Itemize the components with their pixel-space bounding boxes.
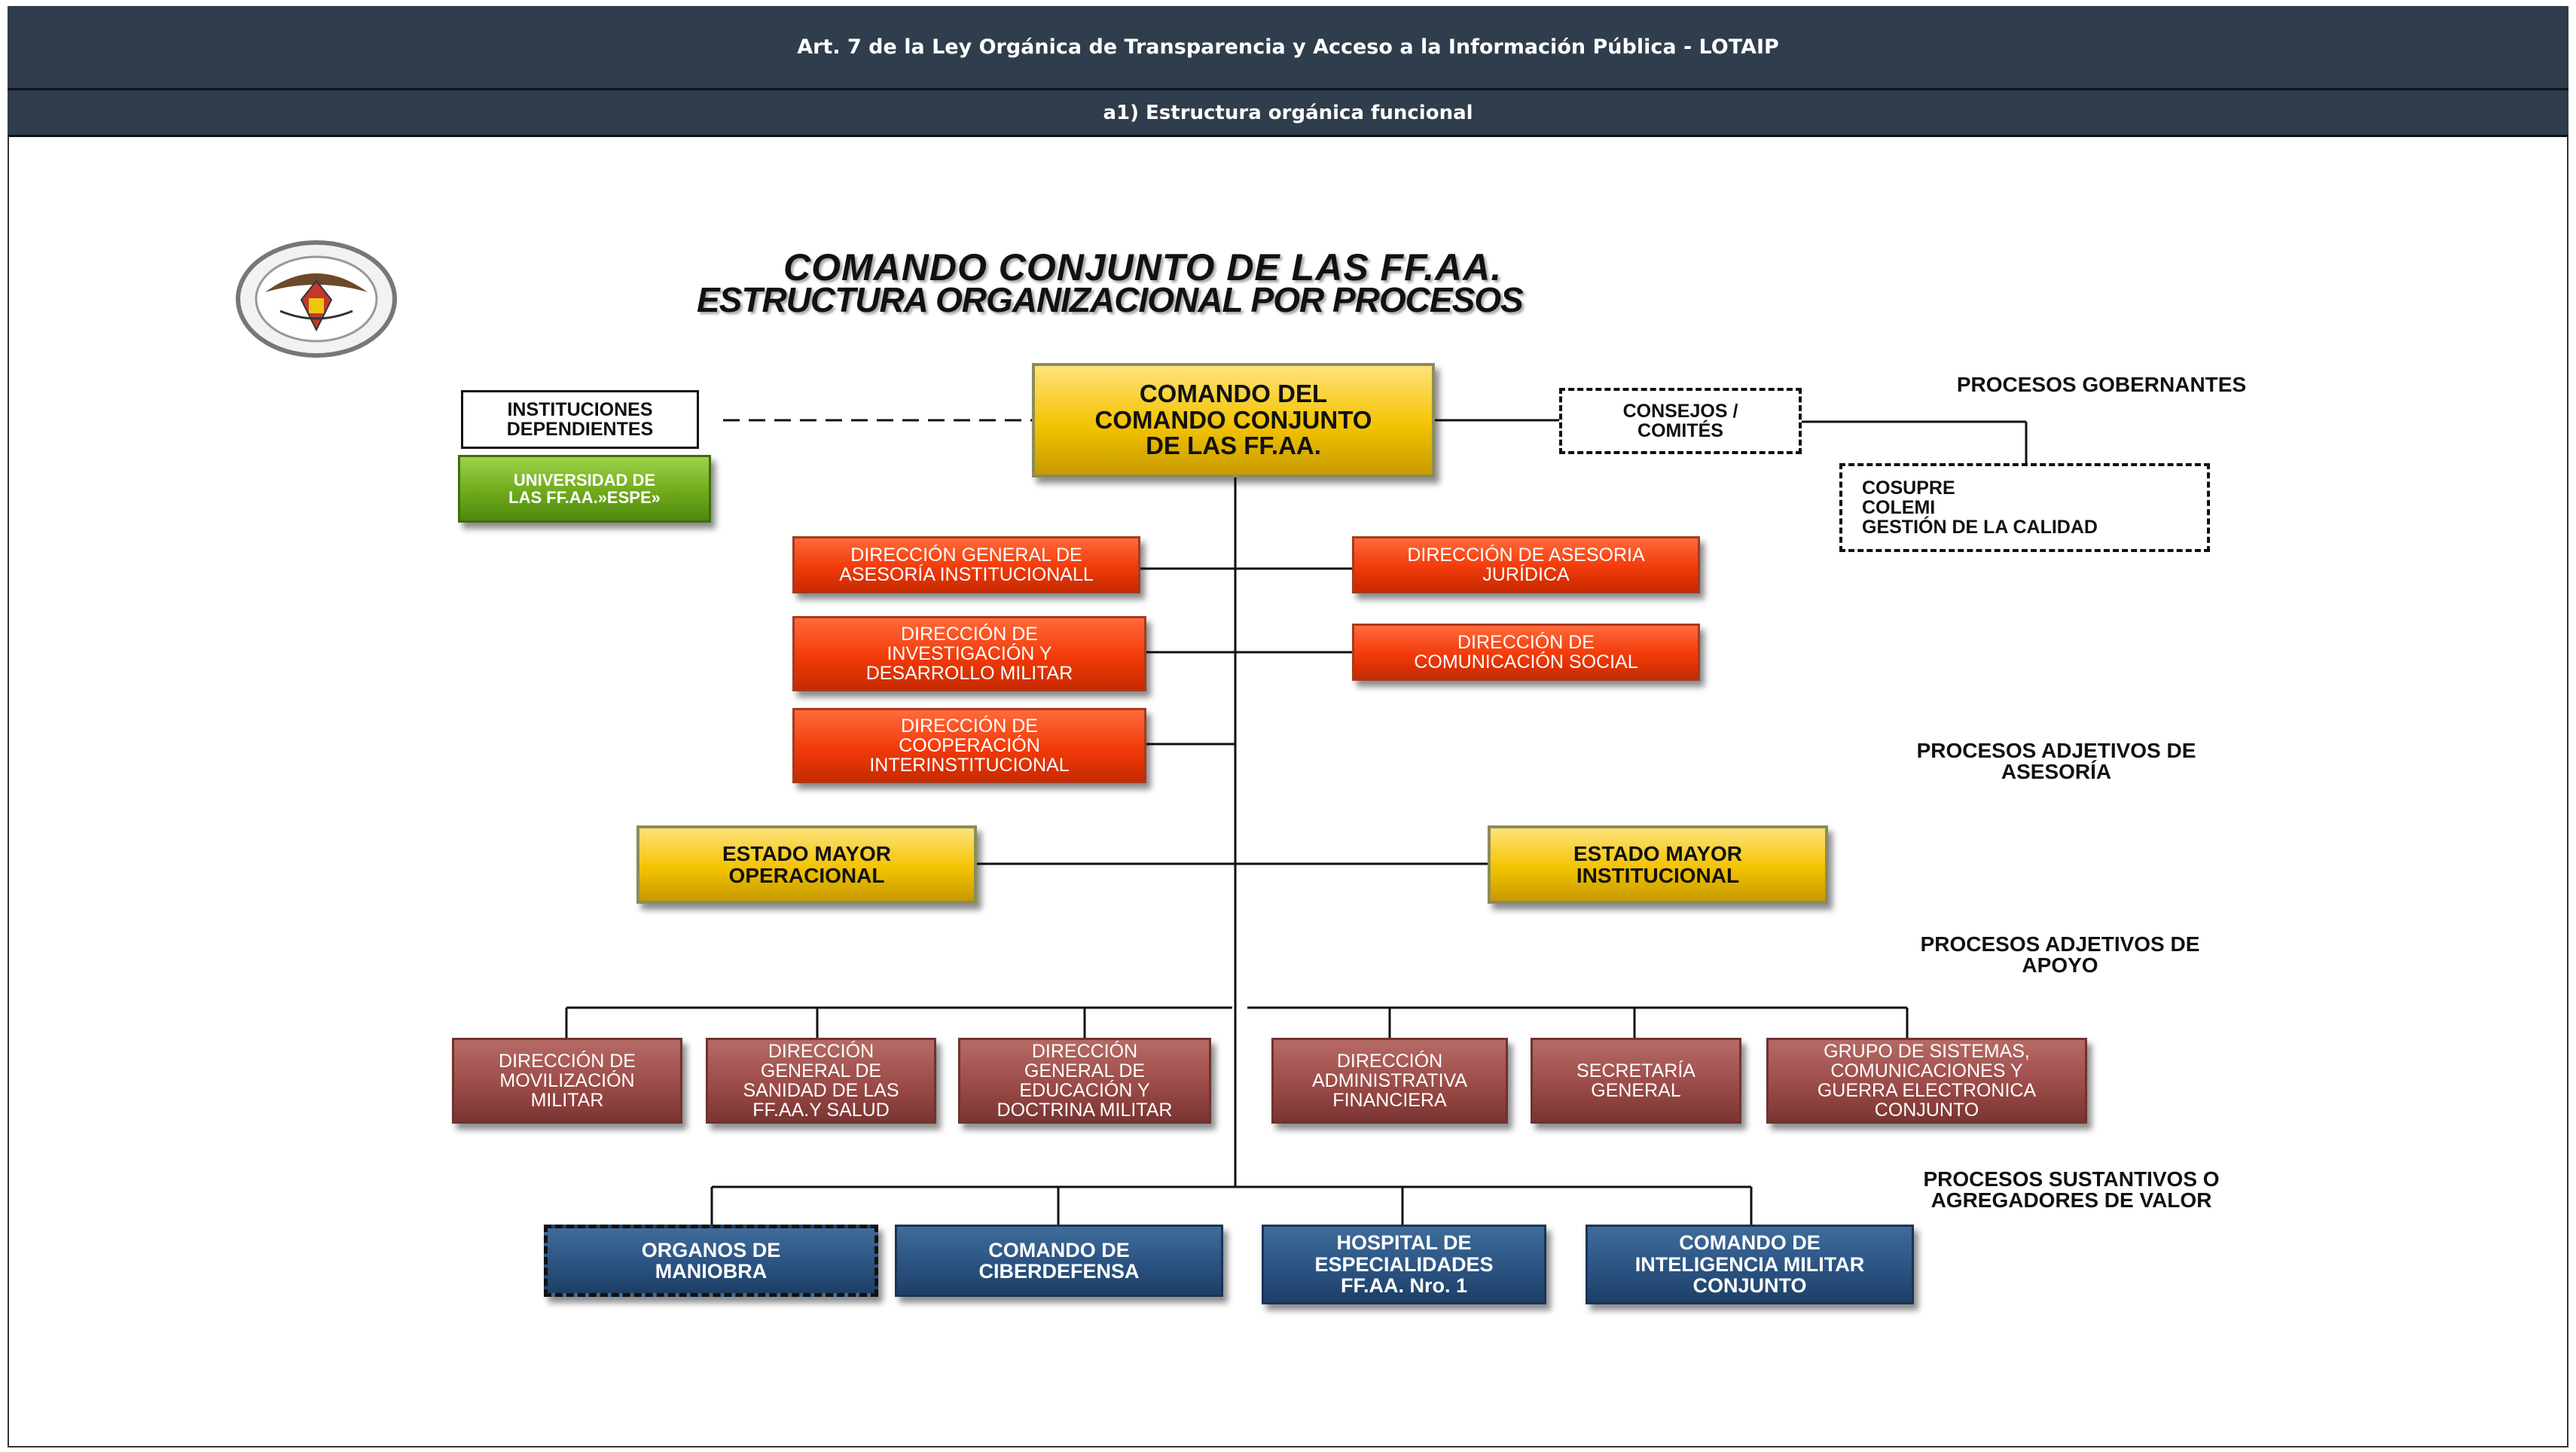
label-procesos-apoyo: PROCESOS ADJETIVOS DE APOYO [1920, 932, 2200, 977]
organos-maniobra-box: ORGANOS DE MANIOBRA [544, 1225, 878, 1297]
universidad-espe-box: UNIVERSIDAD DE LAS FF.AA.»ESPE» [458, 455, 711, 523]
label-procesos-gobernantes: PROCESOS GOBERNANTES [1956, 373, 2247, 396]
dir-asesoria-juridica-box: DIRECCIÓN DE ASESORIA JURÍDICA [1352, 536, 1700, 593]
diagram-title: COMANDO CONJUNTO DE LAS FF.AA. [783, 246, 1503, 288]
instituciones-dependientes-box: INSTITUCIONES DEPENDIENTES [461, 390, 699, 449]
dir-investigacion-box: DIRECCIÓN DE INVESTIGACIÓN Y DESARROLLO … [792, 616, 1146, 691]
dir-movilizacion-box: DIRECCIÓN DE MOVILIZACIÓN MILITAR [452, 1038, 682, 1124]
dir-educacion-box: DIRECCIÓN GENERAL DE EDUCACIÓN Y DOCTRIN… [958, 1038, 1211, 1124]
comando-conjunto-box: COMANDO DEL COMANDO CONJUNTO DE LAS FF.A… [1032, 363, 1435, 477]
estado-mayor-operacional-box: ESTADO MAYOR OPERACIONAL [636, 825, 977, 904]
consejos-comites-box: CONSEJOS / COMITÉS [1559, 388, 1802, 454]
estado-mayor-institucional-box: ESTADO MAYOR INSTITUCIONAL [1488, 825, 1828, 904]
fuerzas-armadas-seal-icon [236, 240, 397, 358]
dir-cooperacion-box: DIRECCIÓN DE COOPERACIÓN INTERINSTITUCIO… [792, 708, 1146, 783]
label-procesos-sustantivos: PROCESOS SUSTANTIVOS O AGREGADORES DE VA… [1923, 1167, 2220, 1212]
dir-comunicacion-social-box: DIRECCIÓN DE COMUNICACIÓN SOCIAL [1352, 624, 1700, 681]
dir-administrativa-box: DIRECCIÓN ADMINISTRATIVA FINANCIERA [1271, 1038, 1508, 1124]
label-procesos-asesoria: PROCESOS ADJETIVOS DE ASESORÍA [1916, 739, 2196, 783]
dir-sanidad-box: DIRECCIÓN GENERAL DE SANIDAD DE LAS FF.A… [706, 1038, 936, 1124]
header-subtitle: a1) Estructura orgánica funcional [8, 90, 2568, 137]
cosupre-box: COSUPRE COLEMI GESTIÓN DE LA CALIDAD [1839, 463, 2210, 552]
grupo-sistemas-box: GRUPO DE SISTEMAS, COMUNICACIONES Y GUER… [1766, 1038, 2087, 1124]
comando-ciberdefensa-box: COMANDO DE CIBERDEFENSA [895, 1225, 1223, 1297]
comando-inteligencia-box: COMANDO DE INTELIGENCIA MILITAR CONJUNTO [1586, 1225, 1914, 1304]
diagram-subtitle: ESTRUCTURA ORGANIZACIONAL POR PROCESOS [697, 280, 1524, 319]
hospital-especialidades-box: HOSPITAL DE ESPECIALIDADES FF.AA. Nro. 1 [1262, 1225, 1546, 1304]
dir-asesoria-institucional-box: DIRECCIÓN GENERAL DE ASESORÍA INSTITUCIO… [792, 536, 1140, 593]
page-frame [8, 6, 2568, 1447]
secretaria-general-box: SECRETARÍA GENERAL [1531, 1038, 1741, 1124]
header-lotaip: Art. 7 de la Ley Orgánica de Transparenc… [8, 6, 2568, 90]
